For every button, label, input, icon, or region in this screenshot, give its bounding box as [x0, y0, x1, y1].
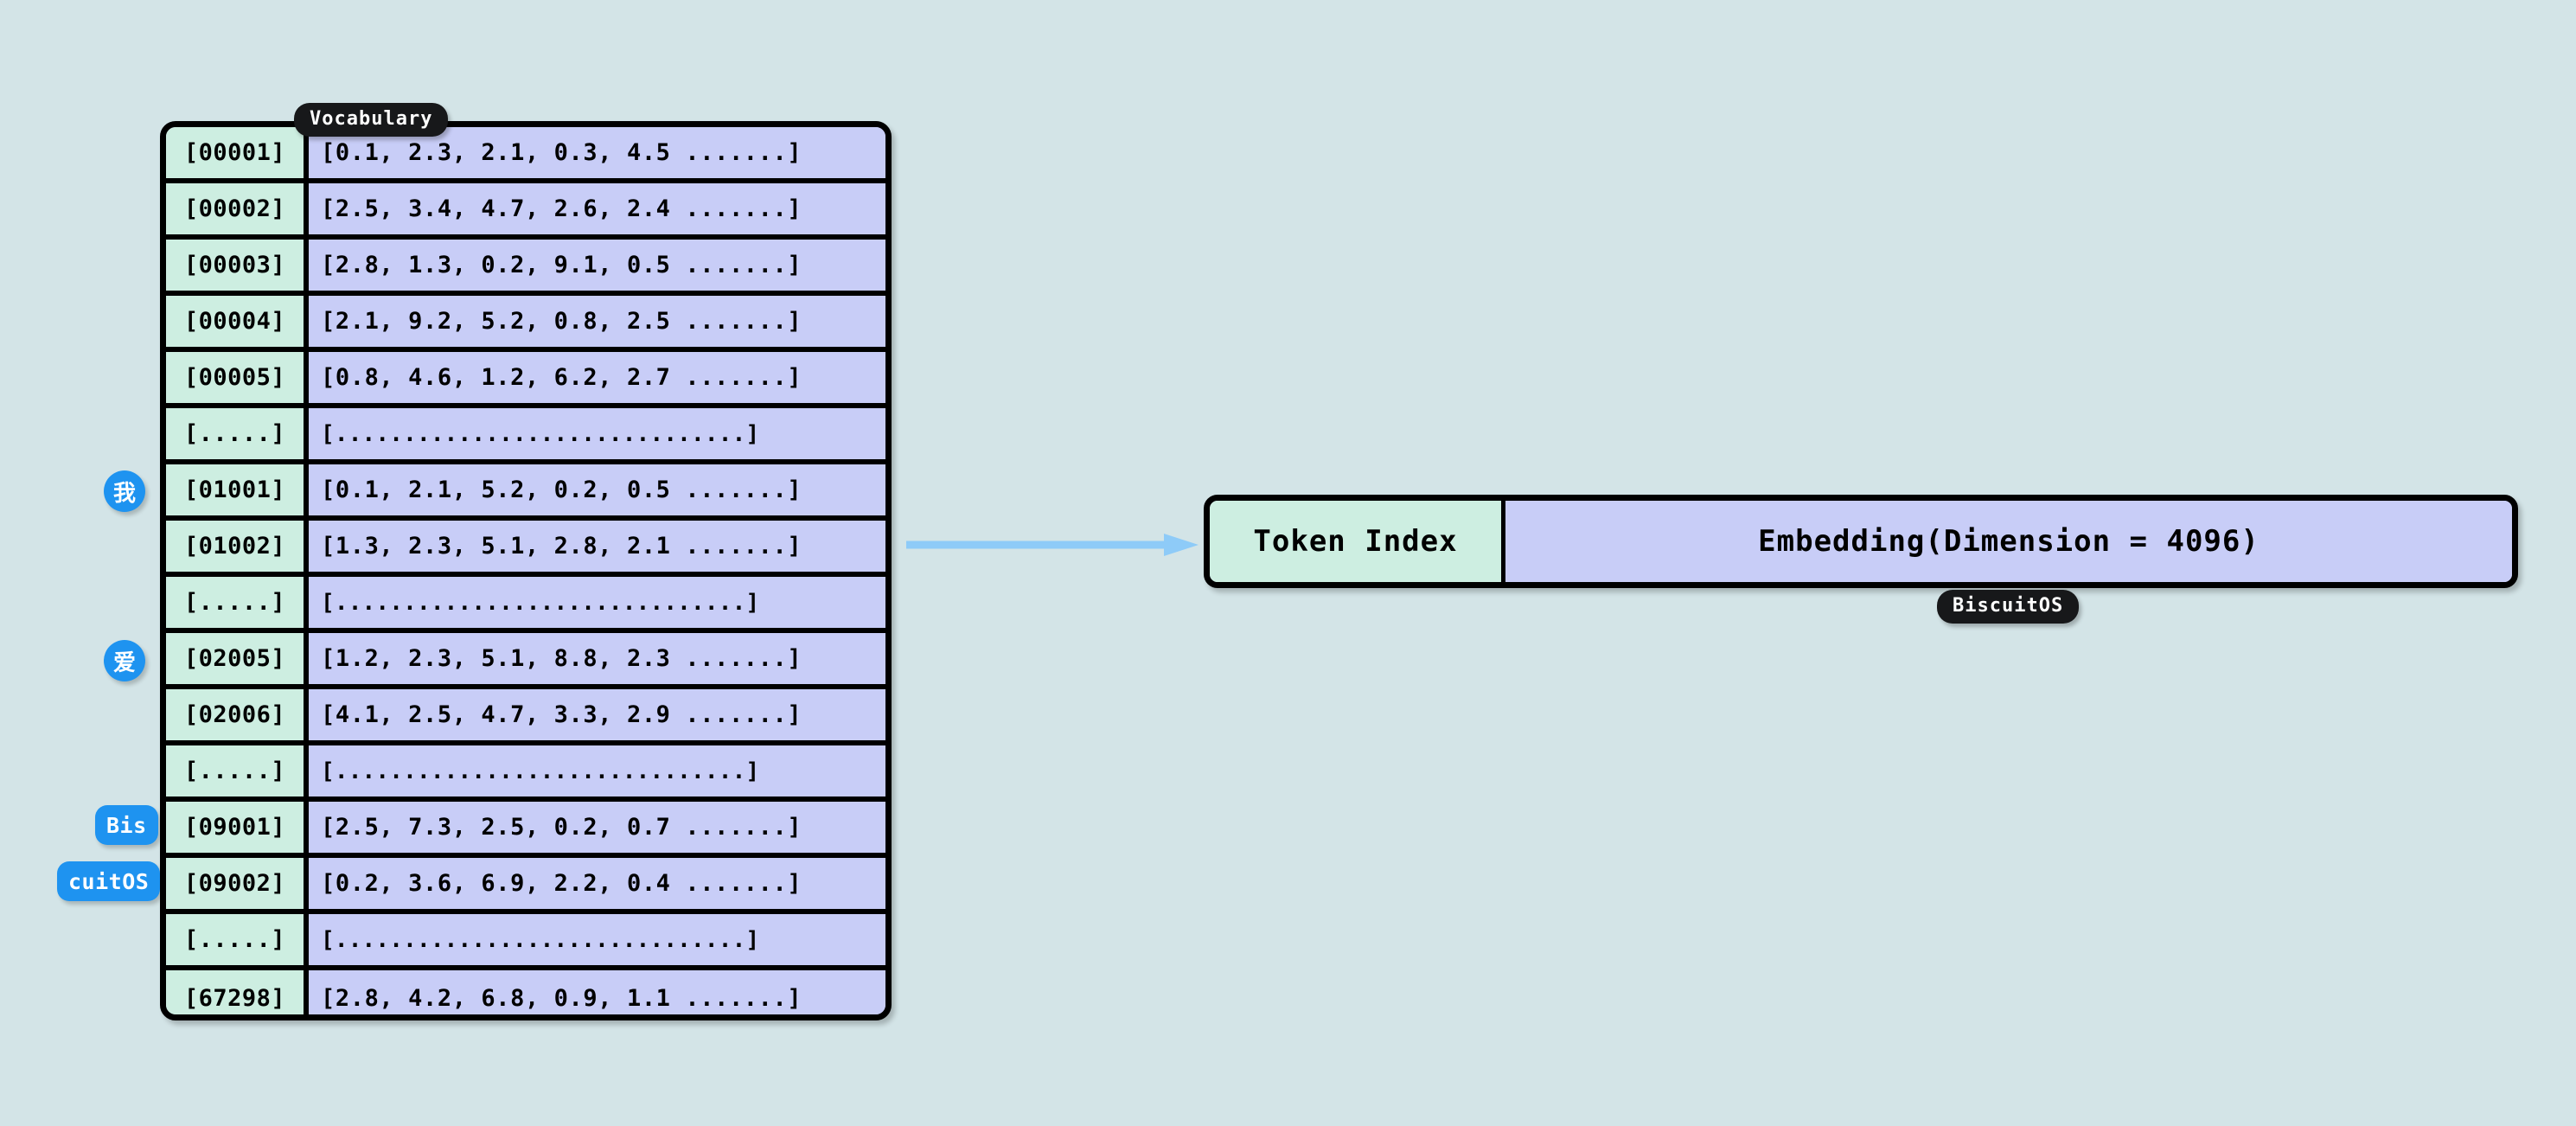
flow-arrow-icon — [906, 534, 1199, 556]
vocabulary-row-embedding: [2.8, 1.3, 0.2, 9.1, 0.5 .......] — [309, 240, 885, 291]
vocabulary-row-index: [.....] — [166, 745, 309, 797]
vocabulary-row-index: [67298] — [166, 970, 309, 1014]
vocabulary-row-index: [01001] — [166, 464, 309, 515]
vocabulary-row: [.....][..............................] — [166, 577, 885, 633]
vocabulary-row-embedding: [2.1, 9.2, 5.2, 0.8, 2.5 .......] — [309, 296, 885, 347]
vocabulary-row-index: [02005] — [166, 633, 309, 684]
vocabulary-row-embedding: [0.2, 3.6, 6.9, 2.2, 0.4 .......] — [309, 858, 885, 909]
vocabulary-row-embedding: [4.1, 2.5, 4.7, 3.3, 2.9 .......] — [309, 689, 885, 740]
vocabulary-row-embedding: [0.1, 2.1, 5.2, 0.2, 0.5 .......] — [309, 464, 885, 515]
vocabulary-row-index: [09001] — [166, 802, 309, 853]
token-badge-cuitos: cuitOS — [57, 861, 161, 901]
vocabulary-row: [00004][2.1, 9.2, 5.2, 0.8, 2.5 .......] — [166, 296, 885, 352]
vocabulary-row-index: [.....] — [166, 914, 309, 965]
vocabulary-row: [00003][2.8, 1.3, 0.2, 9.1, 0.5 .......] — [166, 240, 885, 296]
vocabulary-row: [00001][0.1, 2.3, 2.1, 0.3, 4.5 .......] — [166, 127, 885, 183]
vocabulary-row-index: [02006] — [166, 689, 309, 740]
vocabulary-row-index: [00003] — [166, 240, 309, 291]
vocabulary-row-embedding: [..............................] — [309, 408, 885, 459]
embedding-dimension-label: Embedding(Dimension = 4096) — [1505, 501, 2512, 582]
vocabulary-row-index: [00004] — [166, 296, 309, 347]
vocabulary-row: [00005][0.8, 4.6, 1.2, 6.2, 2.7 .......] — [166, 352, 885, 408]
vocabulary-row: [.....][..............................] — [166, 914, 885, 970]
vocabulary-row-index: [00002] — [166, 183, 309, 234]
vocabulary-row-embedding: [1.3, 2.3, 5.1, 2.8, 2.1 .......] — [309, 521, 885, 572]
vocabulary-row-embedding: [2.5, 3.4, 4.7, 2.6, 2.4 .......] — [309, 183, 885, 234]
biscuitos-pill-label: BiscuitOS — [1937, 590, 2080, 624]
vocabulary-table: [00001][0.1, 2.3, 2.1, 0.3, 4.5 .......]… — [160, 121, 892, 1020]
vocabulary-row: [01002][1.3, 2.3, 5.1, 2.8, 2.1 .......] — [166, 521, 885, 577]
vocabulary-row-index: [00005] — [166, 352, 309, 403]
vocabulary-row-index: [01002] — [166, 521, 309, 572]
vocabulary-row-index: [00001] — [166, 127, 309, 178]
vocabulary-row-embedding: [0.8, 4.6, 1.2, 6.2, 2.7 .......] — [309, 352, 885, 403]
embedding-legend-box: Token Index Embedding(Dimension = 4096) — [1204, 495, 2518, 588]
vocabulary-row-index: [.....] — [166, 577, 309, 628]
token-badge-wo: 我 — [104, 470, 145, 512]
vocabulary-row: [02006][4.1, 2.5, 4.7, 3.3, 2.9 .......] — [166, 689, 885, 745]
vocabulary-row-embedding: [1.2, 2.3, 5.1, 8.8, 2.3 .......] — [309, 633, 885, 684]
vocabulary-row-embedding: [2.5, 7.3, 2.5, 0.2, 0.7 .......] — [309, 802, 885, 853]
vocabulary-row: [67298][2.8, 4.2, 6.8, 0.9, 1.1 .......] — [166, 970, 885, 1014]
vocabulary-row: [01001][0.1, 2.1, 5.2, 0.2, 0.5 .......] — [166, 464, 885, 521]
token-index-label: Token Index — [1210, 501, 1505, 582]
vocabulary-row: [00002][2.5, 3.4, 4.7, 2.6, 2.4 .......] — [166, 183, 885, 240]
vocabulary-row: [.....][..............................] — [166, 408, 885, 464]
vocabulary-row: [02005][1.2, 2.3, 5.1, 8.8, 2.3 .......] — [166, 633, 885, 689]
vocabulary-row-index: [09002] — [166, 858, 309, 909]
vocabulary-row: [09002][0.2, 3.6, 6.9, 2.2, 0.4 .......] — [166, 858, 885, 914]
vocabulary-table-wrapper: [00001][0.1, 2.3, 2.1, 0.3, 4.5 .......]… — [160, 121, 892, 1020]
vocabulary-row-index: [.....] — [166, 408, 309, 459]
token-badge-ai: 爱 — [104, 640, 145, 681]
vocabulary-row: [.....][..............................] — [166, 745, 885, 802]
vocabulary-row: [09001][2.5, 7.3, 2.5, 0.2, 0.7 .......] — [166, 802, 885, 858]
token-badge-bis: Bis — [95, 805, 158, 845]
vocabulary-row-embedding: [..............................] — [309, 914, 885, 965]
vocabulary-pill-label: Vocabulary — [294, 103, 449, 137]
vocabulary-row-embedding: [0.1, 2.3, 2.1, 0.3, 4.5 .......] — [309, 127, 885, 178]
vocabulary-row-embedding: [..............................] — [309, 577, 885, 628]
vocabulary-row-embedding: [2.8, 4.2, 6.8, 0.9, 1.1 .......] — [309, 970, 885, 1014]
vocabulary-row-embedding: [..............................] — [309, 745, 885, 797]
